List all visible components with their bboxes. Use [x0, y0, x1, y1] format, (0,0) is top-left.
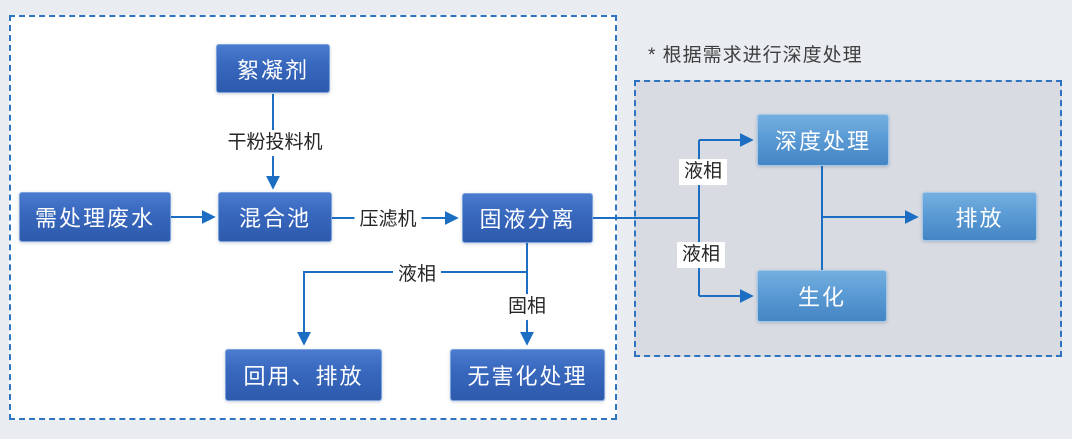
- edge-label-solid-phase: 固相: [502, 294, 552, 320]
- advanced-treatment-note: * 根据需求进行深度处理: [648, 45, 863, 66]
- node-solid-liquid-separation: 固液分离: [462, 193, 593, 243]
- node-advanced-treatment: 深度处理: [757, 114, 889, 166]
- node-harmless-treatment: 无害化处理: [450, 349, 605, 401]
- edge-label-dry-powder-feeder: 干粉投料机: [222, 130, 328, 156]
- edge-label-filter-press: 压滤机: [354, 207, 422, 233]
- node-wastewater: 需处理废水: [19, 192, 171, 242]
- node-reuse-discharge: 回用、排放: [225, 349, 382, 401]
- node-mixing-tank: 混合池: [218, 192, 332, 242]
- edge-label-liquid-phase-bottom: 液相: [676, 242, 726, 268]
- edge-label-liquid-phase-top: 液相: [678, 159, 728, 185]
- node-flocculant: 絮凝剂: [216, 44, 330, 93]
- node-biochemical: 生化: [757, 270, 887, 322]
- node-discharge: 排放: [922, 192, 1037, 241]
- edge-label-liquid-phase-left: 液相: [392, 262, 442, 288]
